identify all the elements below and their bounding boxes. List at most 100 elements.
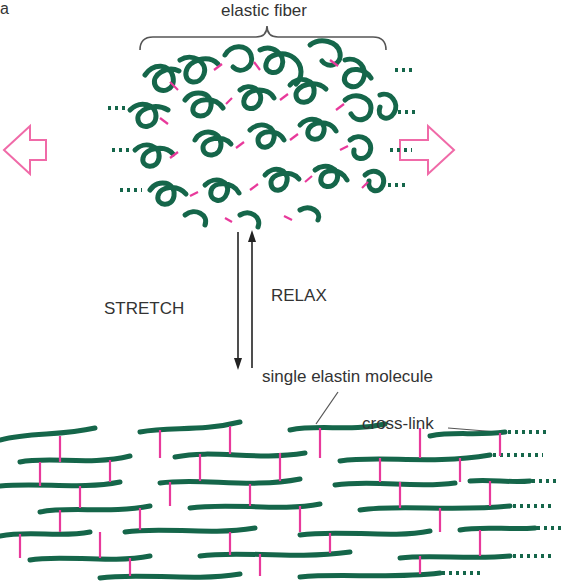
elastin-strand [195, 132, 231, 155]
strand-continuation [108, 106, 126, 110]
elastin-strand [0, 532, 90, 536]
elastin-strand [130, 41, 396, 227]
cross-link [290, 134, 298, 140]
cross-link [214, 64, 222, 70]
elastin-strand [150, 183, 186, 204]
cross-link [479, 530, 481, 556]
cross-link [319, 428, 321, 458]
strand-continuation [513, 504, 553, 508]
elastin-strand [470, 480, 530, 481]
pull-arrow [400, 126, 454, 174]
cross-link [59, 510, 61, 532]
elastin-strand [225, 47, 252, 70]
cross-link [379, 458, 381, 482]
elastin-strand [240, 87, 274, 109]
elastin-strand [175, 453, 305, 457]
elastin-strand [100, 574, 240, 578]
relax-arrow [248, 230, 256, 242]
strand-continuation [513, 554, 553, 558]
elastin-strand [360, 506, 510, 510]
cross-link [279, 453, 281, 481]
elastin-strand [250, 125, 284, 147]
elastin-strand [20, 456, 130, 462]
cross-link [399, 482, 401, 508]
cross-link [329, 533, 331, 553]
cross-link [259, 554, 261, 576]
relax-arrow [248, 230, 256, 368]
elastin-strand [300, 208, 319, 220]
strand-continuation [442, 432, 561, 573]
cross-link [459, 458, 461, 482]
elastin-strand [290, 79, 326, 102]
cross-link [226, 98, 232, 104]
cross-link [170, 82, 178, 90]
cross-link [489, 481, 491, 506]
cross-link [170, 152, 178, 158]
strand-continuation [398, 110, 418, 114]
leader-line [316, 392, 338, 424]
elastin-strand [185, 93, 223, 116]
elastin-strand [145, 66, 179, 90]
elastin-strand [125, 528, 255, 532]
cross-link [159, 430, 161, 458]
elastin-strand [140, 422, 240, 432]
strand-continuation [395, 68, 413, 72]
elastin-strand [315, 166, 347, 186]
elastin-strand [240, 213, 259, 227]
cross-link [160, 60, 368, 222]
stretch-arrow [234, 358, 242, 370]
elastin-strand [130, 104, 168, 126]
cross-link [139, 508, 141, 530]
relax-arrow [251, 240, 253, 368]
elastin-strand [0, 422, 535, 578]
cross-link [169, 482, 171, 506]
stretch-arrow [234, 232, 242, 370]
cross-link [249, 484, 251, 506]
cross-link [59, 436, 61, 462]
cross-link [99, 532, 101, 558]
elastin-strand [0, 428, 95, 440]
cross-link [79, 486, 81, 508]
cross-link [362, 182, 368, 188]
strand-continuation [442, 571, 482, 575]
cross-link [284, 216, 292, 220]
strand-continuation [390, 148, 412, 152]
cross-link [299, 506, 301, 532]
elastin-strand [265, 169, 299, 190]
elastin-strand [430, 432, 505, 436]
panel-letter: a [0, 0, 9, 18]
elastin-strand [300, 531, 430, 535]
cross-link [129, 558, 131, 576]
strand-continuation [120, 188, 142, 192]
cross-link [250, 184, 258, 190]
strand-continuation [537, 526, 561, 530]
elastin-strand [300, 119, 336, 139]
strand-continuation [508, 430, 548, 434]
cross-link [439, 508, 441, 532]
elastin-strand [310, 41, 340, 65]
elastin-strand [350, 137, 371, 159]
elastin-strand [200, 552, 350, 556]
strand-continuation [108, 70, 418, 190]
cross-link [20, 426, 500, 576]
strand-continuation [112, 148, 130, 152]
elastin-strand [30, 556, 150, 560]
elastin-strand [379, 94, 396, 118]
cross-link [160, 118, 168, 124]
cross-link [499, 433, 501, 456]
elastin-strand [0, 482, 120, 486]
elastin-strand [344, 59, 371, 86]
cross-link [229, 426, 231, 454]
cross-link [39, 462, 41, 486]
elastin-strand [460, 528, 535, 530]
pull-arrow [4, 126, 46, 174]
cross-link [229, 532, 231, 555]
part-label: cross-link [362, 415, 434, 434]
elastin-strand [345, 96, 371, 120]
structure-label: elastic fiber [221, 2, 307, 21]
cross-link [280, 94, 288, 100]
stretch-arrow [237, 232, 239, 360]
cross-link [236, 142, 244, 148]
elastin-strand [335, 483, 455, 485]
